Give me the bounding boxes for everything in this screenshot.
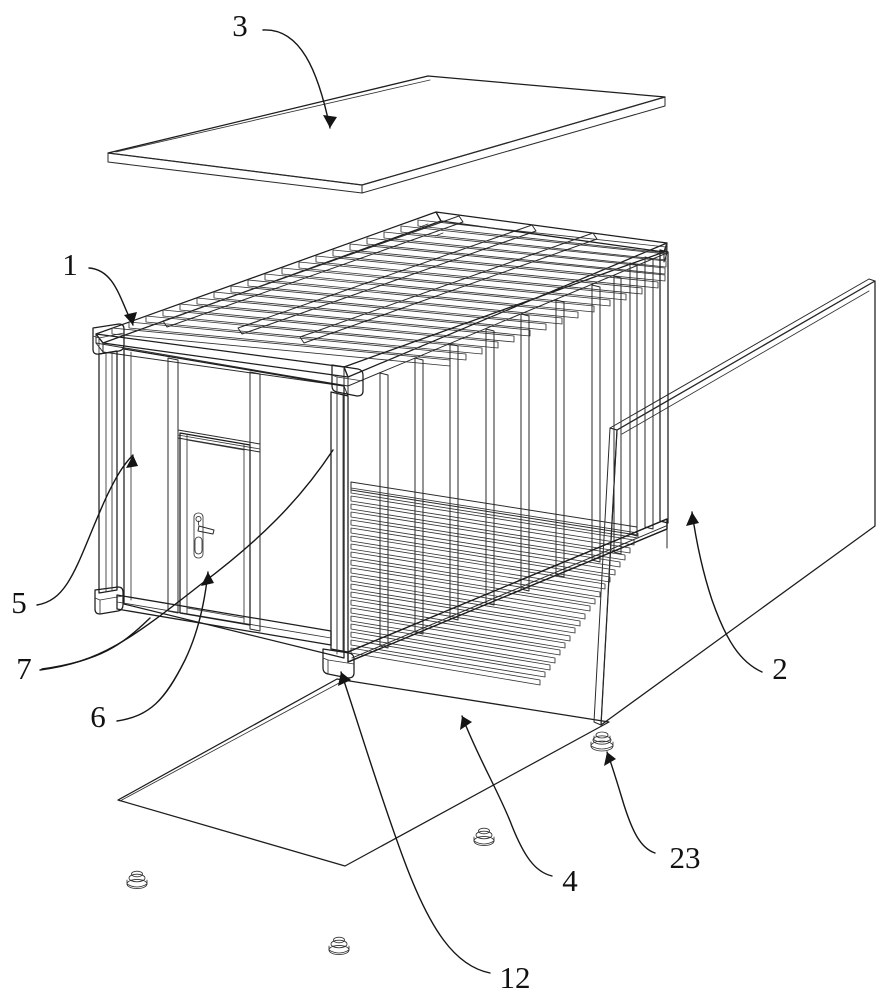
ref-label-5: 5 xyxy=(11,585,27,620)
bolt-1 xyxy=(590,731,614,752)
frame-assembly xyxy=(92,211,669,686)
roof-joint-ticks xyxy=(174,223,444,334)
ref-label-6: 6 xyxy=(90,699,106,734)
ref-label-3: 3 xyxy=(232,8,248,43)
ref-label-23: 23 xyxy=(670,840,701,875)
roof-cross-beams xyxy=(162,215,598,344)
corner-fitting-top-left xyxy=(92,323,125,355)
roof-purlins xyxy=(111,219,667,367)
corner-fitting-bottom-left xyxy=(94,586,124,615)
fastener-bolts xyxy=(126,731,614,956)
corner-post-left[interactable] xyxy=(98,350,118,594)
leader-lines xyxy=(36,29,763,974)
door-leaf[interactable] xyxy=(179,432,251,626)
bolt-4 xyxy=(328,936,350,956)
corner-fitting-bottom-mid xyxy=(322,648,355,679)
reference-numbers: 3 1 5 7 6 2 23 4 12 xyxy=(11,8,788,995)
ref-label-1: 1 xyxy=(62,247,78,282)
bolt-3 xyxy=(126,870,148,890)
ref-label-2: 2 xyxy=(772,651,788,686)
ref-label-4: 4 xyxy=(562,863,578,898)
corner-post-mid[interactable] xyxy=(330,391,349,653)
bolt-2 xyxy=(473,827,495,847)
floor-joists xyxy=(350,487,639,686)
ref-label-7: 7 xyxy=(16,651,32,686)
door-handle-icon[interactable] xyxy=(193,512,215,559)
ref-label-12: 12 xyxy=(500,960,531,995)
front-wall-panel xyxy=(98,348,349,659)
floor-panel xyxy=(117,678,610,867)
floor-frame xyxy=(347,481,668,686)
back-wall-frame xyxy=(347,249,669,663)
door-frame xyxy=(167,357,261,632)
roof-frame xyxy=(95,211,668,397)
roof-panel xyxy=(107,75,666,194)
leader-line-7 xyxy=(41,617,151,670)
back-wall-end-post xyxy=(629,249,669,537)
side-wall-panel xyxy=(593,278,876,726)
